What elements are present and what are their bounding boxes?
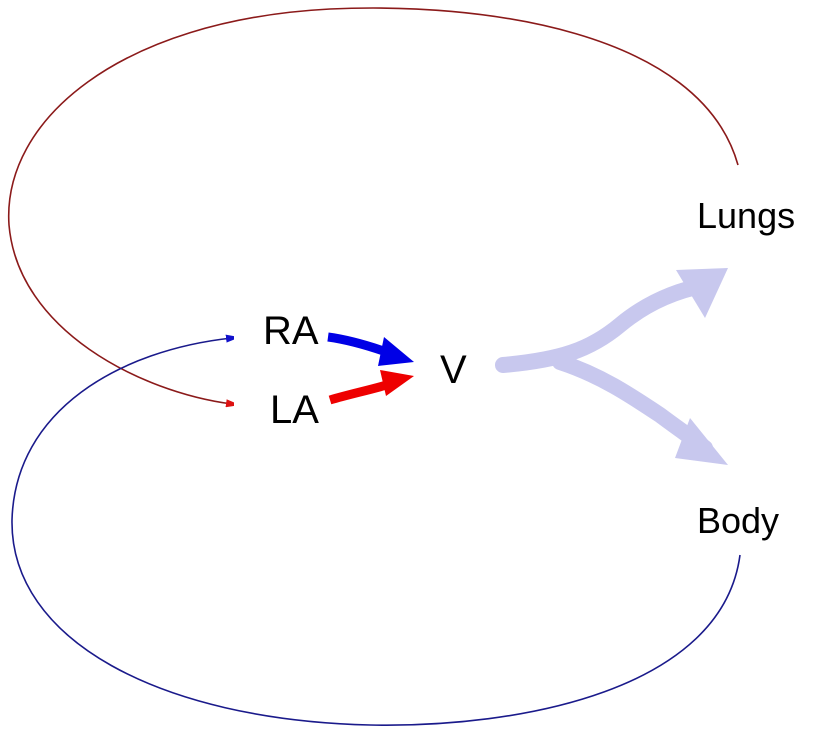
ra-to-v-arrow (327, 332, 414, 366)
label-la: LA (270, 388, 319, 432)
label-v: V (440, 348, 467, 392)
label-ra: RA (263, 309, 319, 353)
v-outflow-arrows (495, 268, 728, 465)
body-to-ra-loop (11, 338, 741, 726)
label-lungs: Lungs (697, 195, 796, 236)
label-body: Body (697, 500, 780, 541)
la-to-v-arrow (328, 370, 414, 405)
lungs-to-la-loop (8, 7, 739, 404)
